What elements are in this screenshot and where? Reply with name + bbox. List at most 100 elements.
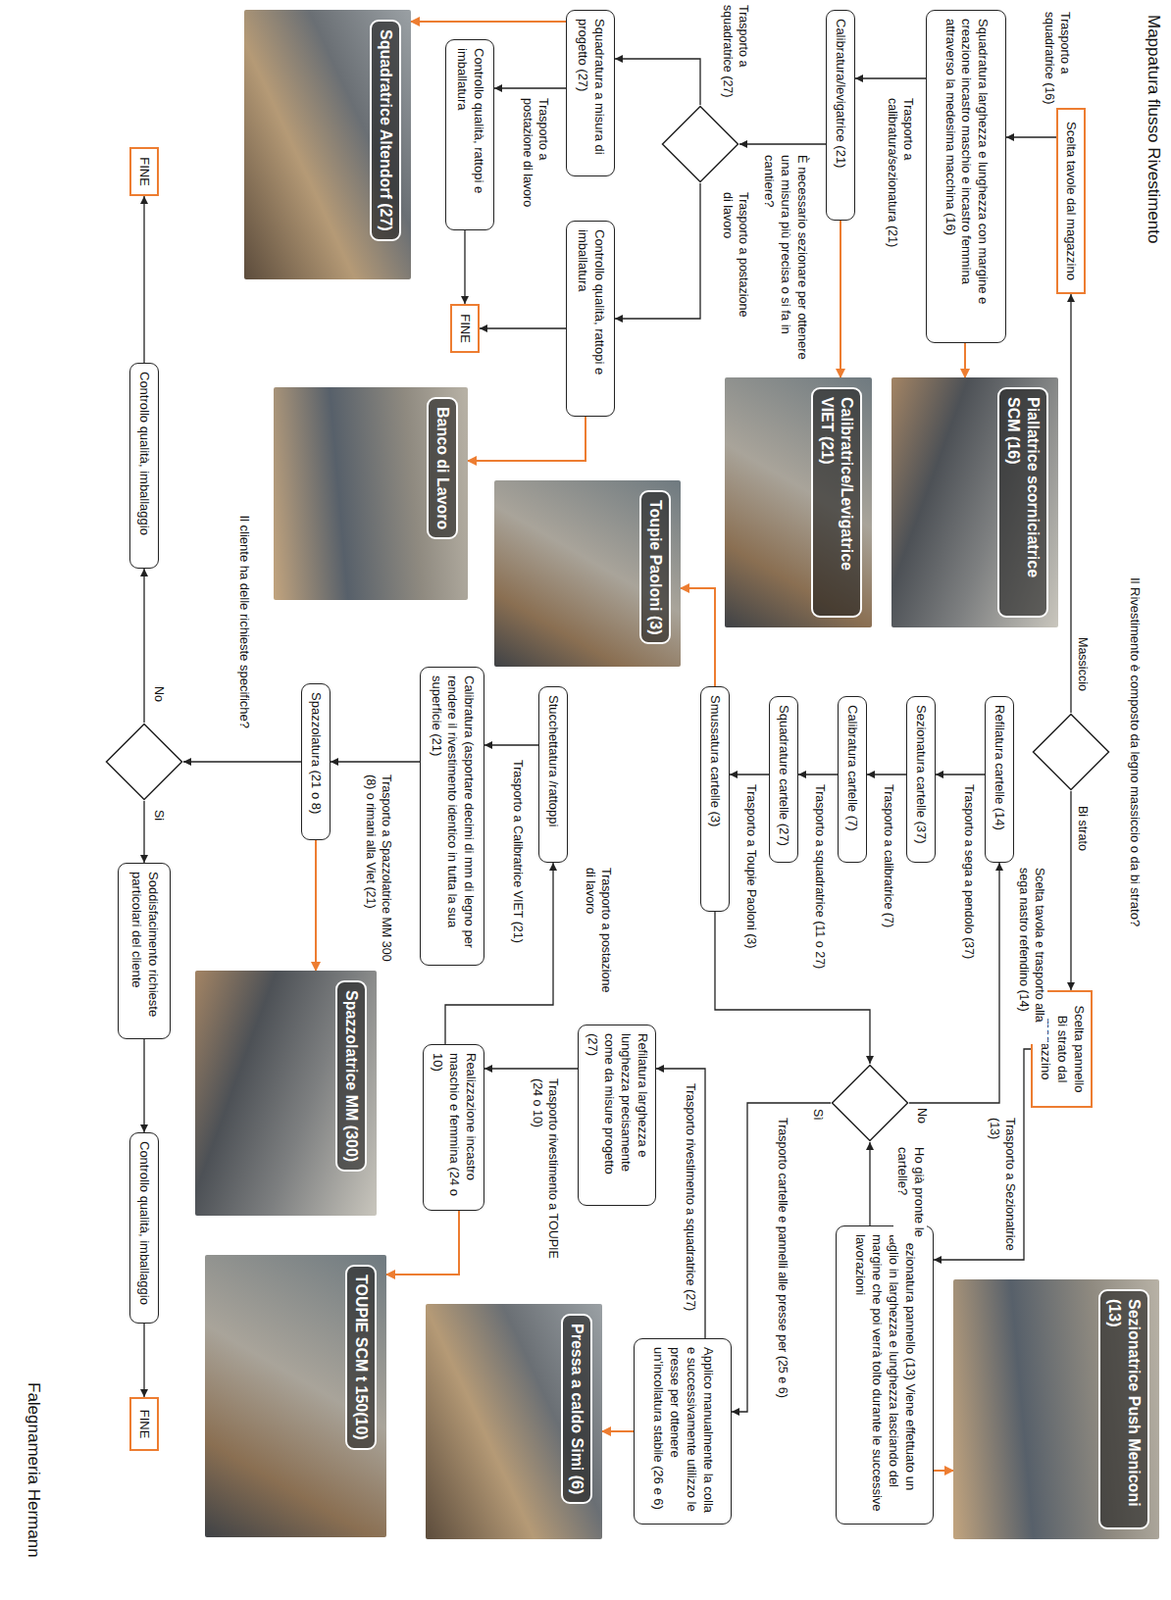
- flow-arrow: [935, 773, 985, 775]
- flow-arrow: [143, 568, 145, 723]
- terminal-box: FINE: [450, 304, 480, 354]
- node-text: Calibratura cartelle (7): [844, 705, 862, 855]
- node-text: Calibratura/levigatrice (21): [832, 18, 850, 212]
- edge-label: Trasporto a calibratrice (7): [880, 784, 897, 928]
- node-text: Sezionatura cartelle (37): [913, 705, 930, 855]
- flow-arrow: [479, 327, 566, 329]
- node-text: Controllo qualità, imballaggio: [136, 371, 153, 561]
- decision-diamond: Il cliente ha delle richieste specifiche…: [104, 722, 184, 802]
- node-text: FINE: [457, 313, 474, 344]
- node-text: FINE: [136, 1410, 153, 1440]
- machine-link-arrow: [933, 1470, 954, 1473]
- process-box: Sezionatura pannello (13) Viene effettua…: [835, 1225, 934, 1526]
- flow-arrow: [739, 143, 826, 145]
- machine-link-arrow: [314, 840, 317, 971]
- process-box: Controllo qualità, imballaggio: [129, 362, 159, 569]
- node-text: Refilatura cartelle (14): [991, 705, 1009, 855]
- diamond-shape: [106, 724, 183, 801]
- decision-question: Il cliente ha delle richieste specifiche…: [235, 475, 253, 729]
- process-box: Calibratura cartelle (7): [837, 696, 867, 864]
- node-text: Squadratura a misura di progetto (27): [573, 18, 608, 168]
- machine-photo: Sezionatrice Push Meniconi (13): [953, 1279, 1160, 1540]
- flow-note: Trasporto cartelle e pannelli alle press…: [774, 1118, 791, 1403]
- flow-arrow: [933, 1049, 1031, 1261]
- photo-caption: Squadratrice Altendorf (27): [369, 19, 402, 242]
- diamond-outline: [1031, 712, 1111, 792]
- photo-caption: Pressa a caldo Simi (6): [560, 1314, 593, 1505]
- node-text: Squadratura larghezza e lunghezza con ma…: [941, 18, 992, 335]
- flow-arrow: [330, 761, 420, 763]
- edge-label: Bi strato: [1074, 806, 1091, 852]
- process-box: Sezionatura cartelle (37): [906, 696, 936, 864]
- node-text: Refilatura larghezza e lunghezza precisa…: [583, 1033, 651, 1198]
- diamond-outline: [104, 722, 184, 802]
- decision-diamond: Il Rivestimento è composto da legno mass…: [1031, 712, 1111, 792]
- process-box: Stucchettatura /rattoppi: [538, 686, 568, 864]
- diamond-outline: [830, 1064, 910, 1143]
- process-box: Realizzazione incastro maschio e femmina…: [422, 1044, 485, 1212]
- node-text: Calibratura (asportare decimi di mm di l…: [427, 675, 478, 958]
- process-box: Squadrature cartelle (27): [768, 696, 799, 864]
- edge-label: Trasporto a sega a pendolo (37): [961, 784, 977, 960]
- node-text: Scelta tavole dal magazzino: [1063, 121, 1080, 281]
- photo-caption: Spazzolatrice MM (300): [335, 980, 367, 1172]
- flow-arrow: [143, 196, 145, 363]
- edge-label: Trasporto a calibratura/sezionatura (21): [884, 98, 917, 260]
- diamond-shape: [662, 106, 739, 183]
- flow-arrow: [463, 230, 465, 305]
- machine-link-arrow: [410, 20, 566, 23]
- process-box: Controllo qualità, imballaggio: [129, 1132, 159, 1324]
- flow-arrow: [866, 773, 907, 775]
- edge-label: Trasporto a Calibratrice VIET (21): [509, 760, 526, 944]
- flow-arrow: [656, 1069, 706, 1339]
- edge-label: Trasporto a postazione di lavoro: [719, 192, 752, 320]
- diamond-shape: [832, 1066, 909, 1142]
- node-text: FINE: [136, 156, 153, 187]
- process-box: Soddisfacimento richieste particolari de…: [117, 863, 171, 1040]
- flow-arrow: [798, 773, 838, 775]
- node-text: Stucchettatura /rattoppi: [545, 695, 562, 855]
- flow-arrow: [855, 77, 926, 79]
- edge-label: Trasporto a Spazzolatrice MM 300 (8) o r…: [362, 774, 395, 967]
- flow-arrow: [494, 87, 566, 89]
- diamond-outline: [661, 104, 740, 184]
- node-text: Smussatura cartelle (3): [707, 695, 724, 904]
- edge-label: Trasporto rivestimento a squadratrice (2…: [682, 1083, 699, 1312]
- edge-label: No: [914, 1108, 930, 1124]
- terminal-box: FINE: [129, 147, 159, 197]
- diagram-title: Mappatura flusso Rivestimento: [1143, 14, 1164, 244]
- edge-label: Si: [151, 810, 167, 821]
- machine-link-arrow: [386, 1211, 459, 1275]
- process-box: Spazzolatura (21 o 8): [301, 683, 331, 841]
- photo-caption: Piallatrice scorniciatrice SCM (16): [997, 387, 1049, 618]
- node-text: Squadrature cartelle (27): [775, 705, 793, 855]
- decision-diamond: Ho già pronte le cartelle?: [830, 1064, 910, 1143]
- flow-arrow: [484, 1068, 578, 1070]
- decision-question: Il Rivestimento è composto da legno mass…: [1125, 526, 1143, 978]
- flow-arrow: [909, 863, 1000, 1104]
- terminal-box: Scelta tavole dal magazzino: [1056, 107, 1086, 295]
- edge-label: Trasporto rivestimento a TOUPIE (24 o 10…: [529, 1078, 561, 1275]
- edge-label: Trasporto a squadratrice (11 o 27): [812, 784, 828, 969]
- machine-link-arrow: [839, 220, 842, 378]
- process-box: Squadratura a misura di progetto (27): [565, 9, 615, 177]
- process-box: Calibratura/levigatrice (21): [825, 9, 856, 221]
- edge-label: Trasporto a squadratrice (16): [1041, 11, 1073, 105]
- process-box: Refilatura cartelle (14): [984, 696, 1015, 864]
- decision-question: Ho già pronte le cartelle?: [893, 1147, 927, 1244]
- flow-arrow: [1069, 294, 1071, 713]
- machine-link-arrow: [602, 1430, 634, 1433]
- process-box: Applico manualmente la colla e successiv…: [633, 1338, 732, 1526]
- flow-arrow: [183, 761, 302, 763]
- machine-link-arrow: [964, 343, 967, 378]
- photo-caption: Calibratrice/Levigatrice VIET (21): [811, 387, 863, 618]
- edge-label: Trasporto a Sezionatrice (13): [986, 1118, 1019, 1256]
- flow-arrow: [731, 1103, 831, 1413]
- flow-arrow: [1069, 791, 1071, 991]
- process-box: Refilatura larghezza e lunghezza precisa…: [577, 1024, 657, 1207]
- machine-photo: Banco di Lavoro: [273, 387, 468, 601]
- edge-label: Trasporto a postazione di lavoro: [582, 867, 614, 998]
- photo-caption: Banco di Lavoro: [426, 397, 459, 540]
- terminal-box: FINE: [129, 1397, 159, 1452]
- machine-link-arrow: [467, 416, 586, 461]
